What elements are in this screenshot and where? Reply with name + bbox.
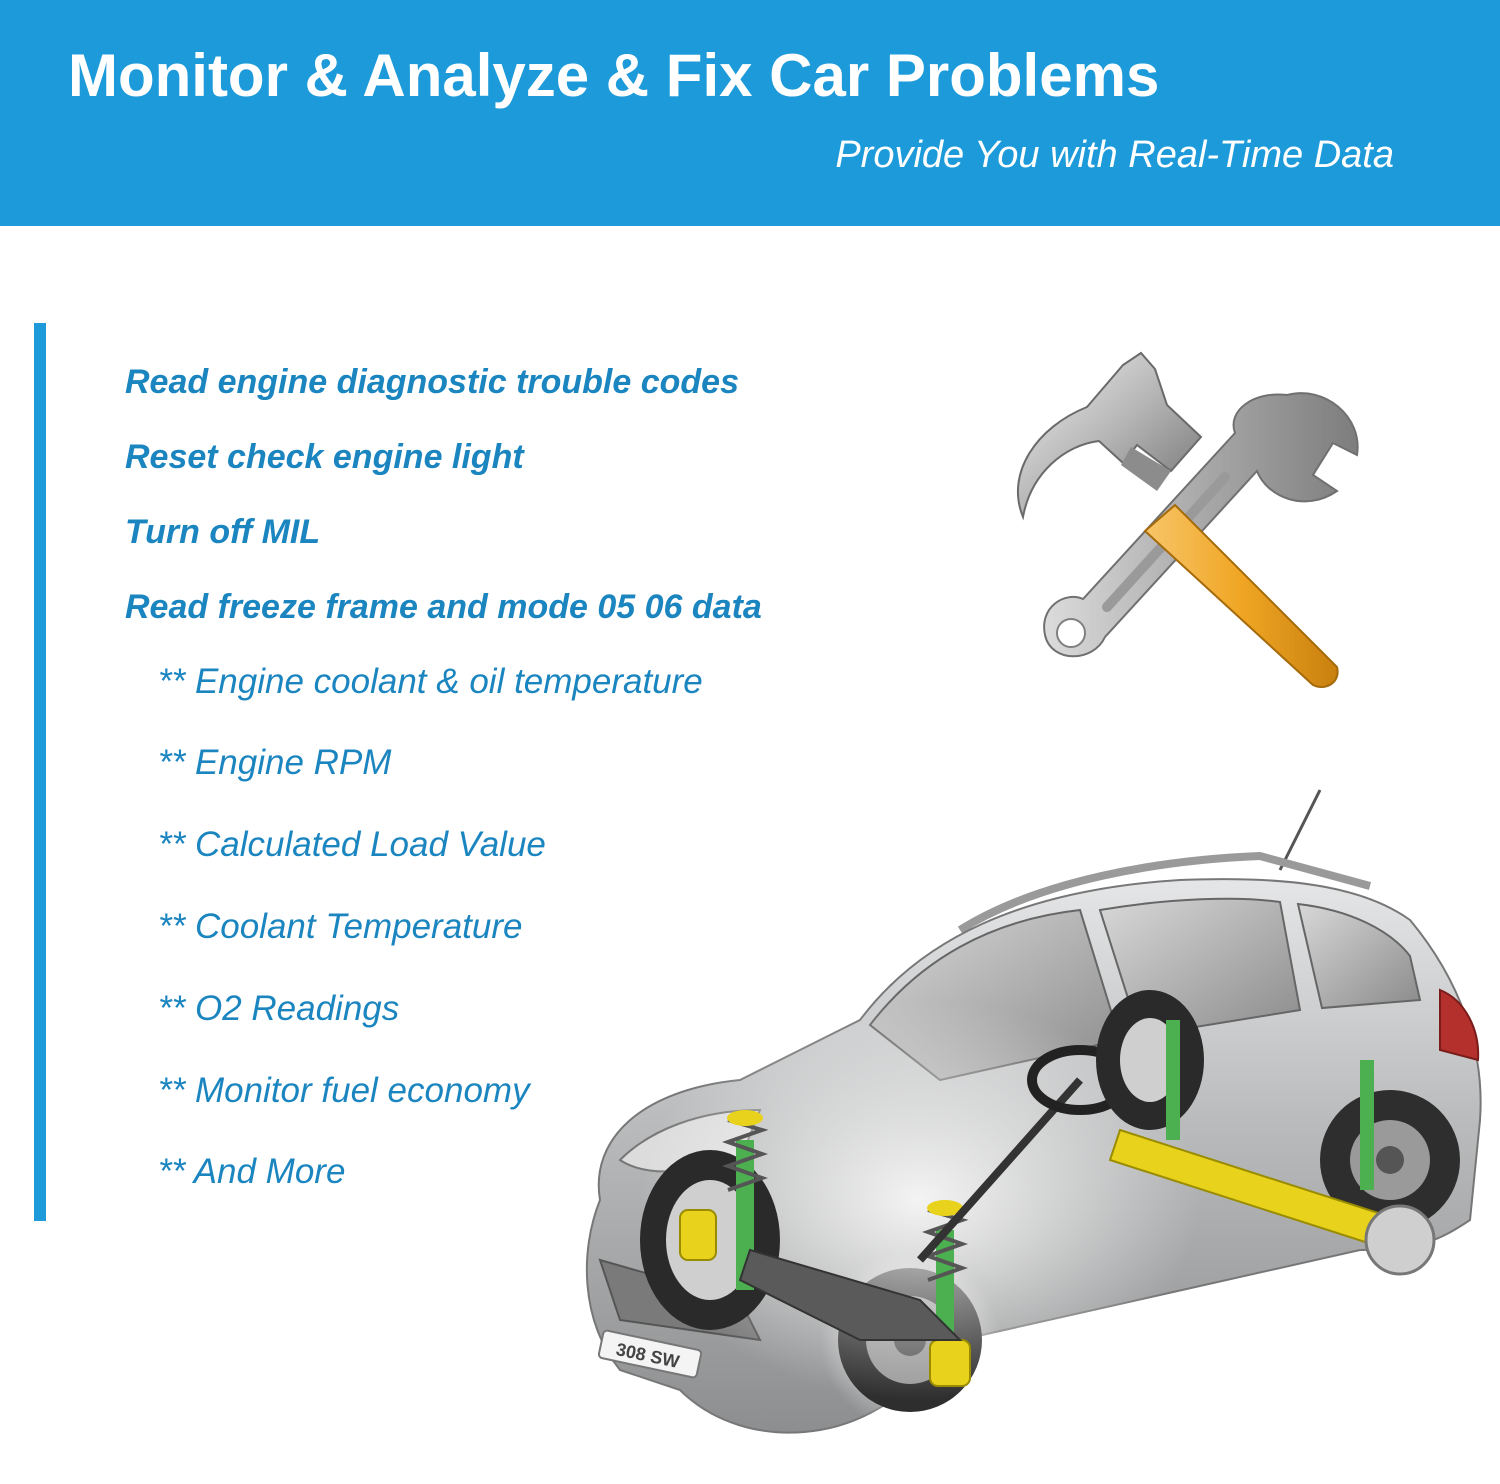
data-item-coolant-temp: ** Coolant Temperature <box>158 907 523 946</box>
accent-bar <box>34 323 46 1221</box>
data-item-load-value: ** Calculated Load Value <box>158 825 546 864</box>
page-subtitle: Provide You with Real-Time Data <box>835 134 1394 176</box>
hammer-and-wrench-icon <box>1017 351 1359 688</box>
data-item-coolant-oil: ** Engine coolant & oil temperature <box>158 662 703 701</box>
feature-reset-light: Reset check engine light <box>125 438 524 476</box>
car-illustration: 308 SW <box>585 789 1482 1434</box>
page-title: Monitor & Analyze & Fix Car Problems <box>68 42 1160 109</box>
front-right-strut <box>921 1200 971 1387</box>
feature-turn-off-mil: Turn off MIL <box>125 513 321 551</box>
hammer-handle <box>1143 503 1339 688</box>
feature-read-codes: Read engine diagnostic trouble codes <box>125 363 739 401</box>
data-item-fuel-economy: ** Monitor fuel economy <box>158 1071 530 1110</box>
header-banner: Monitor & Analyze & Fix Car Problems Pro… <box>0 0 1500 226</box>
feature-freeze-frame: Read freeze frame and mode 05 06 data <box>125 588 762 626</box>
data-item-o2: ** O2 Readings <box>158 989 400 1028</box>
data-item-rpm: ** Engine RPM <box>158 743 392 782</box>
hammer-head <box>1017 351 1203 521</box>
data-item-and-more: ** And More <box>158 1152 346 1191</box>
rear-axle <box>1096 990 1436 1276</box>
